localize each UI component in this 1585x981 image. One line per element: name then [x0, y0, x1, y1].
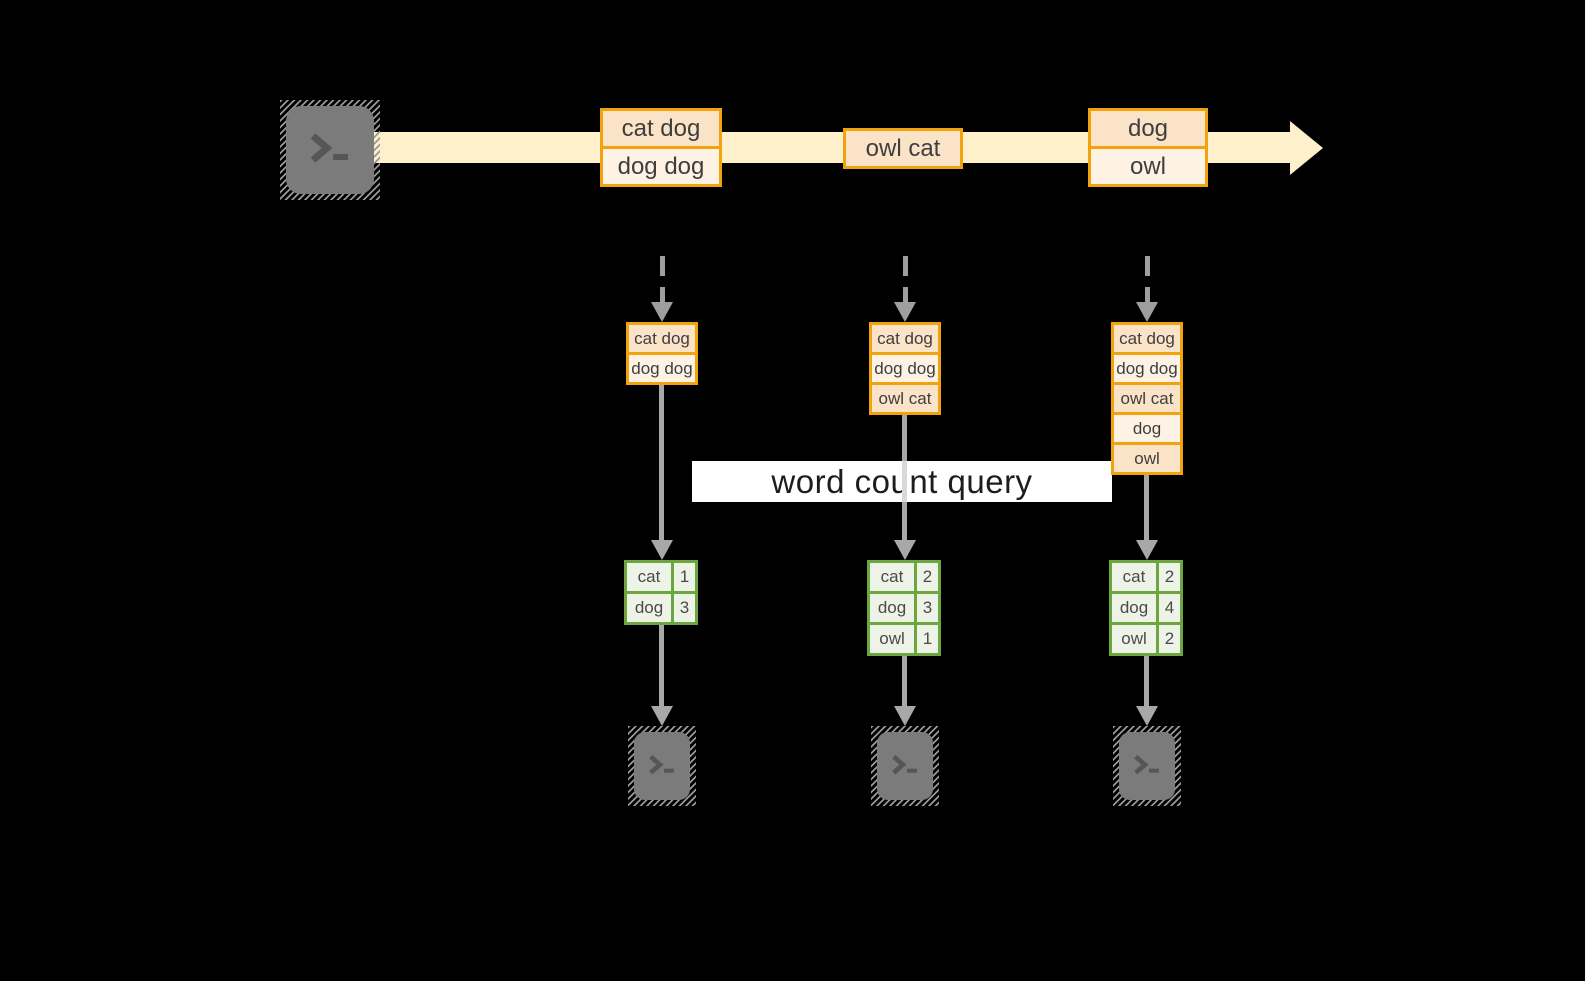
count-value: 2: [917, 563, 938, 591]
count-word: owl: [870, 625, 914, 653]
dashed-down-arrow-line: [1145, 256, 1150, 302]
event-text: dog dog: [603, 149, 719, 184]
connector-line: [902, 415, 907, 461]
count-word: cat: [1112, 563, 1156, 591]
down-arrowhead-icon: [651, 302, 673, 322]
down-arrowhead-icon: [894, 302, 916, 322]
buffer-item: dog dog: [629, 355, 695, 382]
event-buffer-3: cat dog dog dog owl cat dog owl: [1111, 322, 1183, 475]
count-word: cat: [627, 563, 671, 591]
down-arrowhead-icon: [1136, 540, 1158, 560]
event-text: owl: [1091, 149, 1205, 184]
down-arrowhead-icon: [651, 540, 673, 560]
stream-event-batch-1: cat dog dog dog: [600, 108, 722, 187]
connector-line: [902, 656, 907, 706]
count-table-1: cat 1 dog 3: [624, 560, 698, 625]
buffer-item: dog dog: [1114, 355, 1180, 382]
connector-line-through-band: [902, 461, 907, 502]
buffer-item: cat dog: [629, 325, 695, 352]
stream-event-batch-2: owl cat: [843, 128, 963, 169]
count-value: 3: [674, 594, 695, 622]
source-terminal-icon: [280, 100, 380, 200]
count-word: dog: [1112, 594, 1156, 622]
event-text: cat dog: [603, 111, 719, 146]
event-buffer-1: cat dog dog dog: [626, 322, 698, 385]
buffer-item: owl cat: [872, 385, 938, 412]
count-word: cat: [870, 563, 914, 591]
down-arrowhead-icon: [651, 706, 673, 726]
stream-event-batch-3: dog owl: [1088, 108, 1208, 187]
connector-line: [902, 502, 907, 540]
terminal-icon: [286, 106, 374, 194]
sink-terminal-icon-1: [628, 726, 696, 806]
buffer-item: cat dog: [1114, 325, 1180, 352]
event-text: dog: [1091, 111, 1205, 146]
count-value: 1: [917, 625, 938, 653]
count-value: 1: [674, 563, 695, 591]
count-table-3: cat 2 dog 4 owl 2: [1109, 560, 1183, 656]
query-label: word count query: [771, 462, 1033, 500]
terminal-icon: [877, 732, 933, 800]
sink-terminal-icon-3: [1113, 726, 1181, 806]
connector-line: [1144, 656, 1149, 706]
count-value: 2: [1159, 563, 1180, 591]
count-value: 4: [1159, 594, 1180, 622]
count-word: dog: [870, 594, 914, 622]
buffer-item: owl: [1114, 445, 1180, 472]
count-word: dog: [627, 594, 671, 622]
terminal-icon: [1119, 732, 1175, 800]
down-arrowhead-icon: [1136, 706, 1158, 726]
connector-line: [659, 385, 664, 540]
stream-arrowhead-icon: [1290, 121, 1323, 175]
event-buffer-2: cat dog dog dog owl cat: [869, 322, 941, 415]
down-arrowhead-icon: [1136, 302, 1158, 322]
down-arrowhead-icon: [894, 706, 916, 726]
dashed-down-arrow-line: [903, 256, 908, 302]
event-text: owl cat: [846, 131, 960, 166]
sink-terminal-icon-2: [871, 726, 939, 806]
dashed-down-arrow-line: [660, 256, 665, 302]
count-value: 2: [1159, 625, 1180, 653]
count-word: owl: [1112, 625, 1156, 653]
connector-line: [659, 625, 664, 706]
terminal-icon: [634, 732, 690, 800]
count-value: 3: [917, 594, 938, 622]
buffer-item: dog: [1114, 415, 1180, 442]
buffer-item: dog dog: [872, 355, 938, 382]
down-arrowhead-icon: [894, 540, 916, 560]
buffer-item: cat dog: [872, 325, 938, 352]
buffer-item: owl cat: [1114, 385, 1180, 412]
connector-line: [1144, 475, 1149, 540]
count-table-2: cat 2 dog 3 owl 1: [867, 560, 941, 656]
